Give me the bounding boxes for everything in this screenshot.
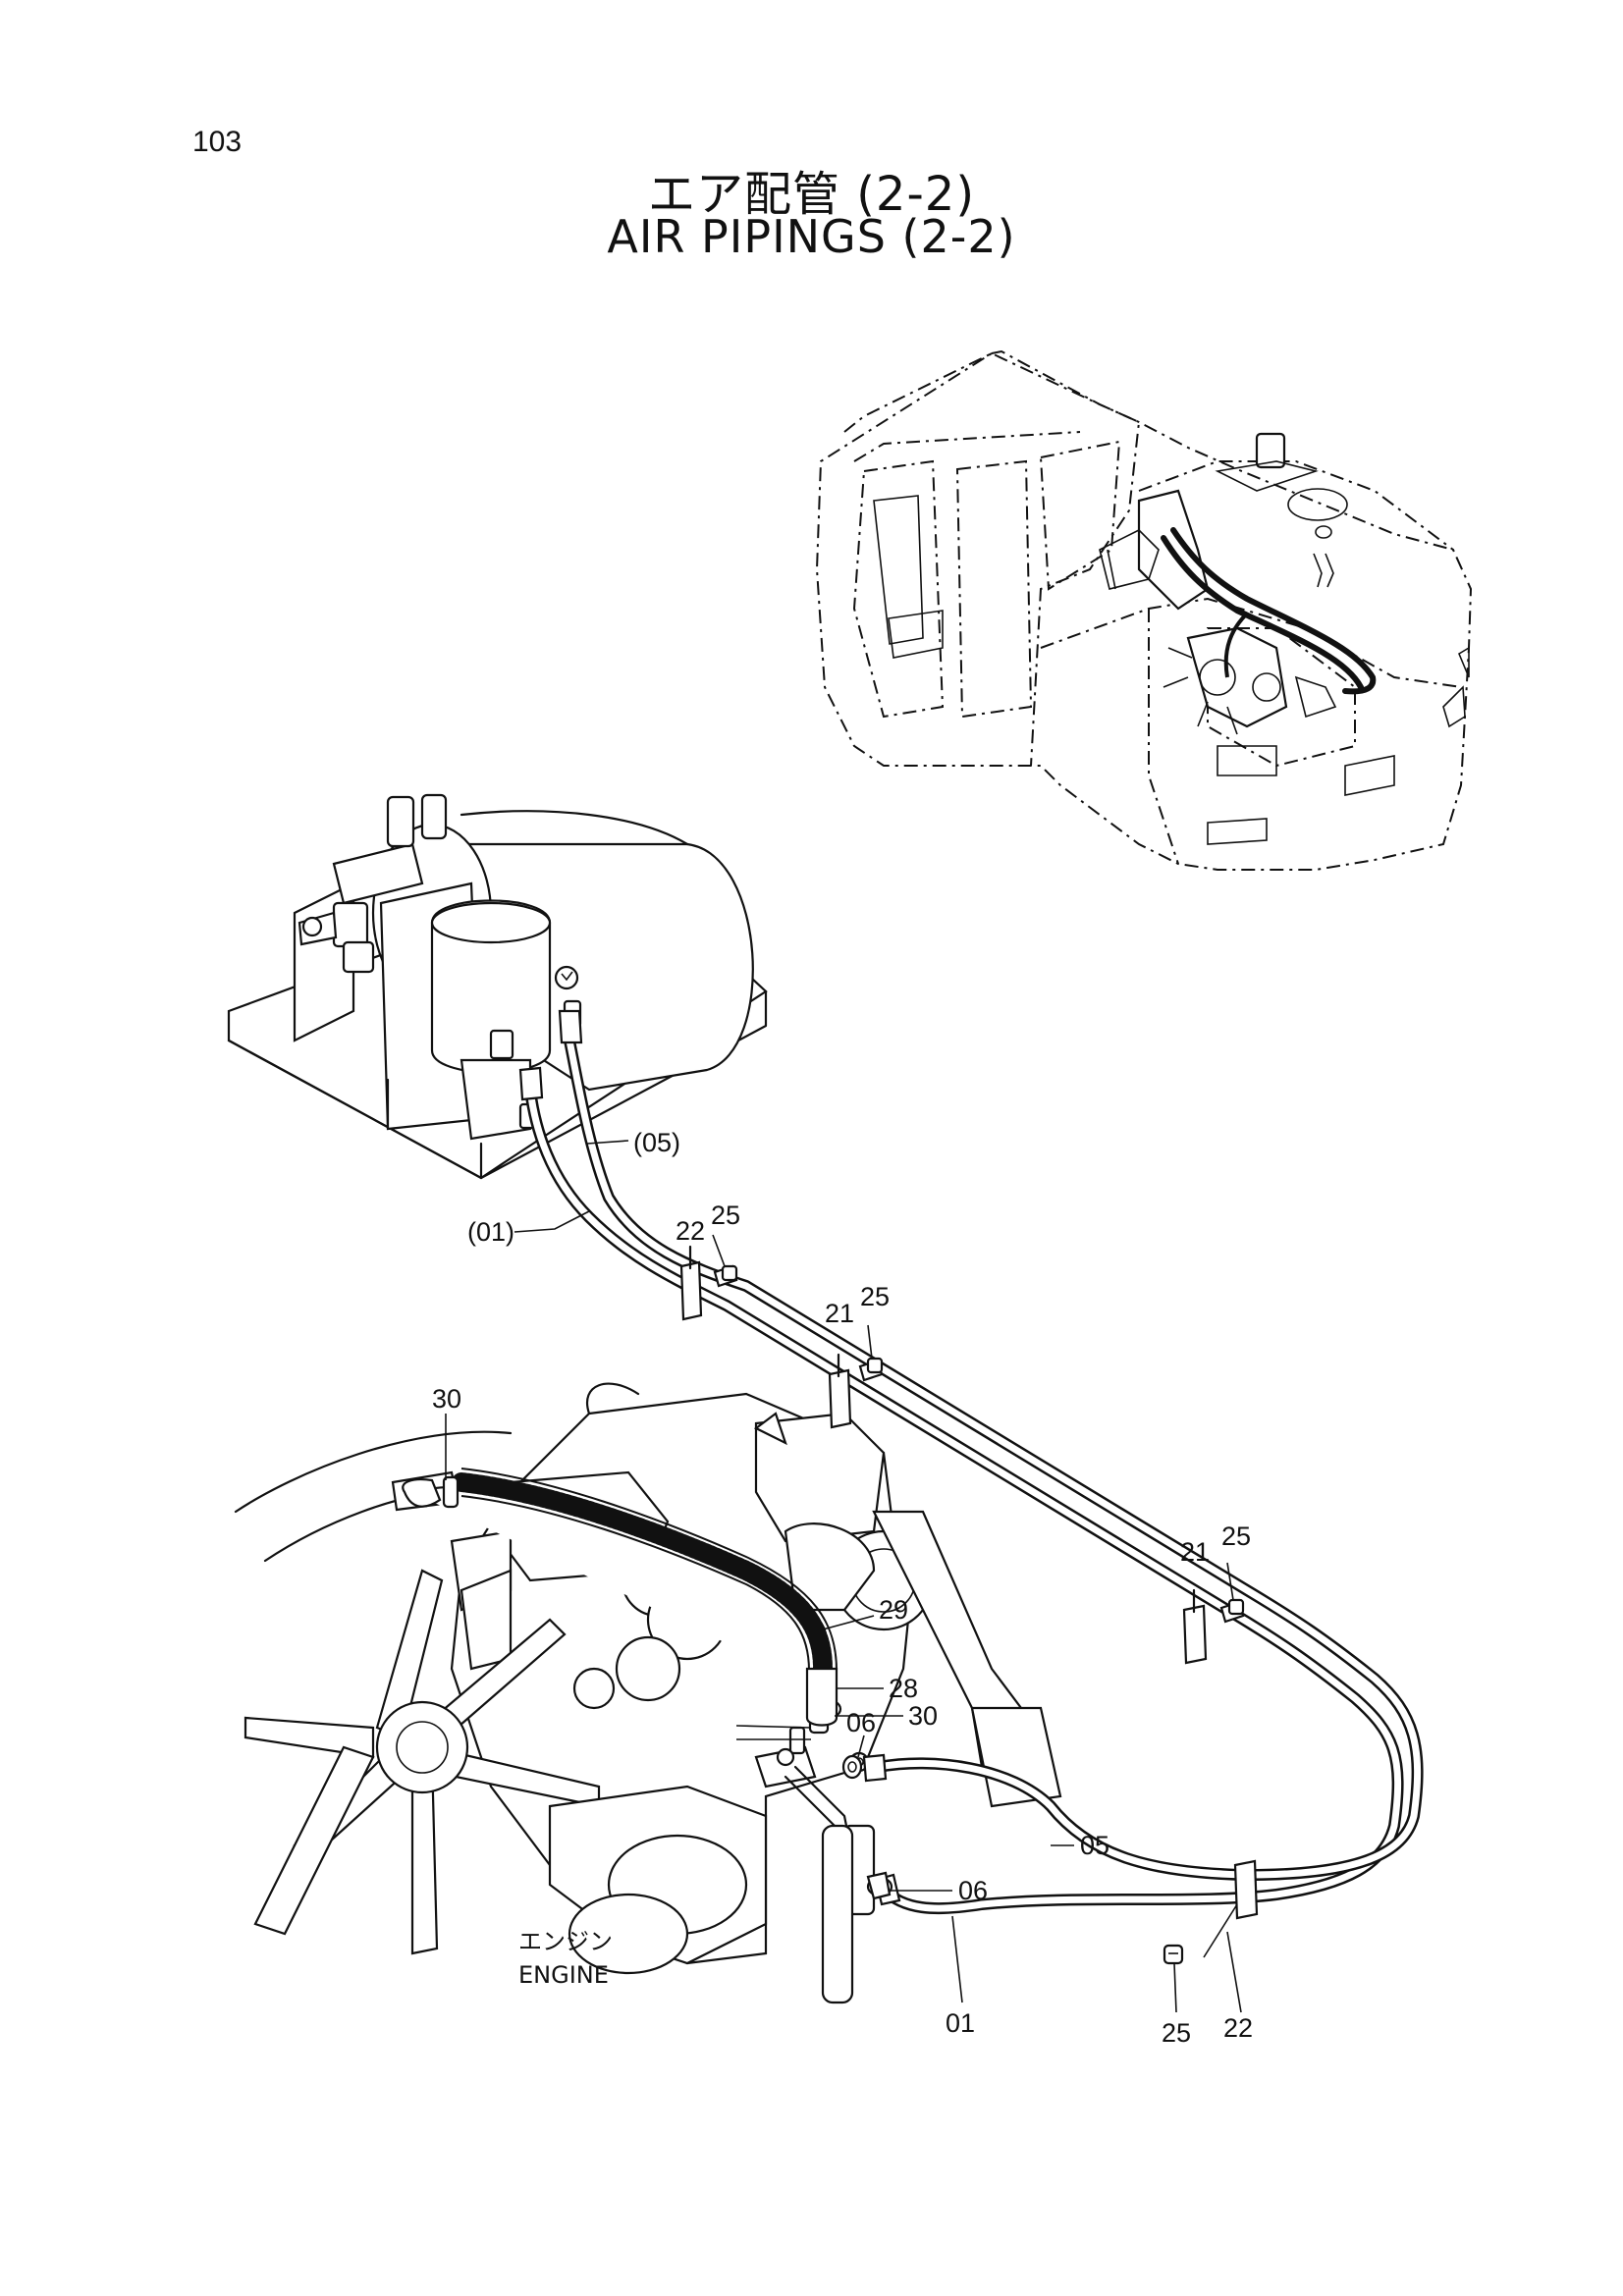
callout-29: 29 (879, 1595, 908, 1625)
page-number: 103 (192, 126, 243, 158)
engine-label-english: ENGINE (518, 1961, 609, 1989)
callout-01-ref: (01) (467, 1217, 514, 1247)
air-tank-assembly (227, 793, 768, 1180)
bolt-25-right (1219, 1598, 1245, 1624)
callout-05: 05 (1080, 1831, 1109, 1860)
excavator-overview-illustration (815, 349, 1473, 871)
corrugated-breather-hose (391, 1468, 839, 1727)
clamp-22-bottom (1233, 1859, 1259, 1920)
cooling-fan (243, 1569, 601, 1955)
clamp-22-top (679, 1245, 703, 1321)
callout-06-low: 06 (958, 1876, 988, 1905)
callout-25-top: 25 (711, 1201, 740, 1230)
callout-30-top: 30 (432, 1384, 461, 1414)
bolt-25-top (713, 1264, 738, 1288)
fitting-06-low (866, 1871, 893, 1900)
callout-01: 01 (946, 2008, 975, 2038)
page-title-japanese: エア配管 (2-2) (647, 167, 976, 222)
callout-06-top: 06 (846, 1708, 876, 1737)
bolt-25-mid (858, 1357, 884, 1382)
bolt-25-bottom (1163, 1944, 1184, 1965)
callout-22-bottom: 22 (1223, 2013, 1253, 2043)
callout-30-mid: 30 (908, 1701, 938, 1731)
clamp-21-right (1182, 1588, 1208, 1665)
callout-25-bottom: 25 (1162, 2018, 1191, 2048)
callout-28: 28 (889, 1674, 918, 1703)
page-title-english: AIR PIPINGS (2-2) (607, 210, 1016, 263)
fitting-06-top (841, 1754, 863, 1780)
callout-21-right: 21 (1180, 1537, 1210, 1567)
clamp-21-mid (828, 1353, 852, 1429)
air-pipe-05 (558, 1009, 1424, 1881)
callout-05-ref: (05) (633, 1128, 680, 1157)
engine-label: エンジン ENGINE (518, 1928, 613, 1989)
callout-25-right: 25 (1221, 1522, 1251, 1551)
callout-21-mid: 21 (825, 1299, 854, 1328)
callout-25-mid: 25 (860, 1282, 890, 1311)
callout-labels: (05) (01) 22 25 21 25 21 25 30 29 28 30 … (432, 1128, 1253, 2048)
engine-label-japanese: エンジン (518, 1928, 613, 1955)
leader-lines (445, 1140, 1242, 2013)
callout-22-top: 22 (676, 1216, 705, 1246)
